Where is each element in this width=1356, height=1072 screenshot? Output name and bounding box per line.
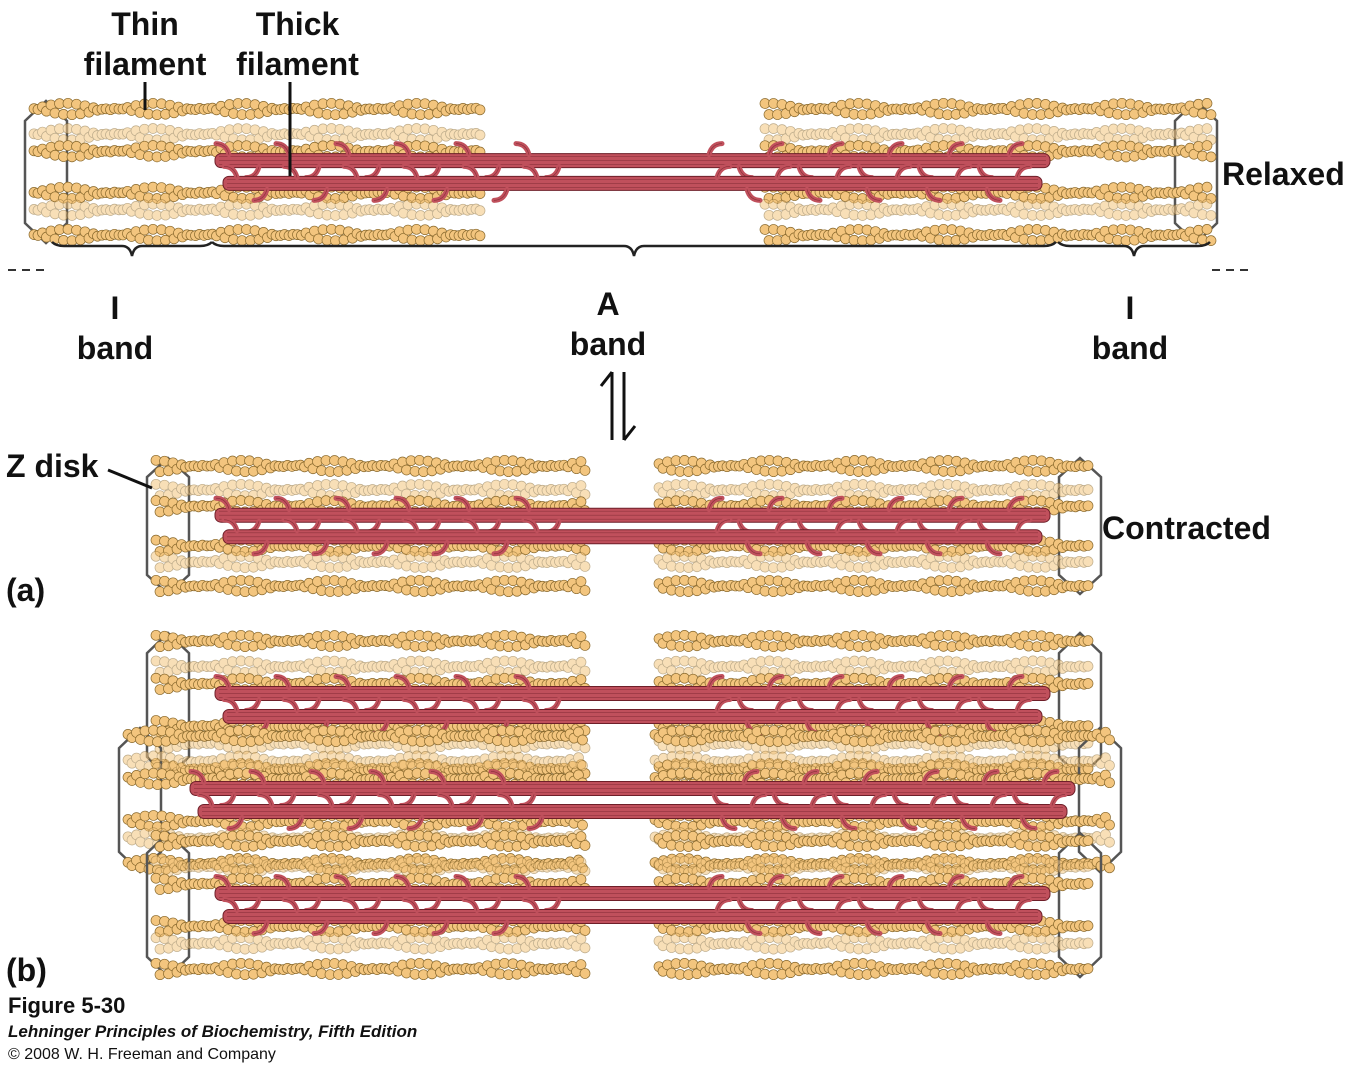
thick-filament	[188, 768, 1076, 808]
thin-filament	[150, 629, 591, 653]
contracted-sarcomere	[145, 454, 1103, 598]
thin-filament	[150, 855, 591, 878]
thick-filament	[213, 873, 1051, 913]
thin-filament	[653, 829, 1094, 853]
relaxed-sarcomere	[23, 97, 1219, 247]
z-disk	[1057, 831, 1103, 979]
thin-filament	[28, 97, 486, 121]
thick-filament	[213, 495, 1051, 535]
z-disk	[145, 456, 191, 596]
thin-filament	[759, 97, 1217, 121]
thin-filament	[150, 574, 591, 598]
thin-filament	[122, 750, 588, 773]
thin-filament	[653, 478, 1094, 502]
z-disk-pointer	[107, 468, 153, 490]
panel-a-label: (a)	[6, 572, 46, 608]
thin-filament	[759, 198, 1217, 221]
equilibrium-arrows-icon	[599, 371, 637, 441]
relaxed-label: Relaxed	[1222, 156, 1345, 192]
thin-filament	[150, 829, 591, 853]
z-disk	[1173, 99, 1219, 245]
contracted-label: Contracted	[1102, 510, 1271, 546]
thick-filament	[196, 792, 1068, 832]
thick-filament	[221, 163, 1043, 203]
thin-filament	[150, 957, 591, 981]
thin-filament	[122, 724, 588, 748]
thin-filament	[28, 198, 486, 221]
thin-filament	[759, 123, 1217, 146]
z-disk	[1057, 456, 1103, 596]
thin-filament	[653, 957, 1094, 981]
thick-filament	[221, 897, 1043, 937]
z-disk	[1077, 726, 1123, 874]
thin-filament	[150, 550, 591, 574]
thin-filament	[150, 932, 591, 955]
band-brackets	[8, 241, 1252, 271]
z-disk-label: Z disk	[6, 448, 99, 484]
thin-filament	[649, 724, 1115, 748]
thin-filament	[653, 855, 1094, 878]
thin-filament	[653, 655, 1094, 678]
figure-number: Figure 5-30	[8, 993, 126, 1018]
thin-filament	[653, 454, 1094, 478]
figure-copyright: © 2008 W. H. Freeman and Company	[8, 1046, 276, 1063]
figure-book-title: Lehninger Principles of Biochemistry, Fi…	[8, 1022, 418, 1041]
z-disk	[23, 99, 69, 245]
panel-b-label: (b)	[6, 952, 47, 988]
thin-filament	[653, 574, 1094, 598]
label-pointers	[107, 82, 292, 490]
contracted-sarcomere-bundle	[117, 629, 1123, 981]
thin-filament	[653, 629, 1094, 653]
thin-filament	[653, 550, 1094, 574]
thick-filament	[221, 517, 1043, 557]
thin-filament	[28, 223, 486, 247]
thin-filament	[150, 454, 591, 478]
thin-filament	[653, 932, 1094, 955]
thin-filament	[759, 223, 1217, 247]
